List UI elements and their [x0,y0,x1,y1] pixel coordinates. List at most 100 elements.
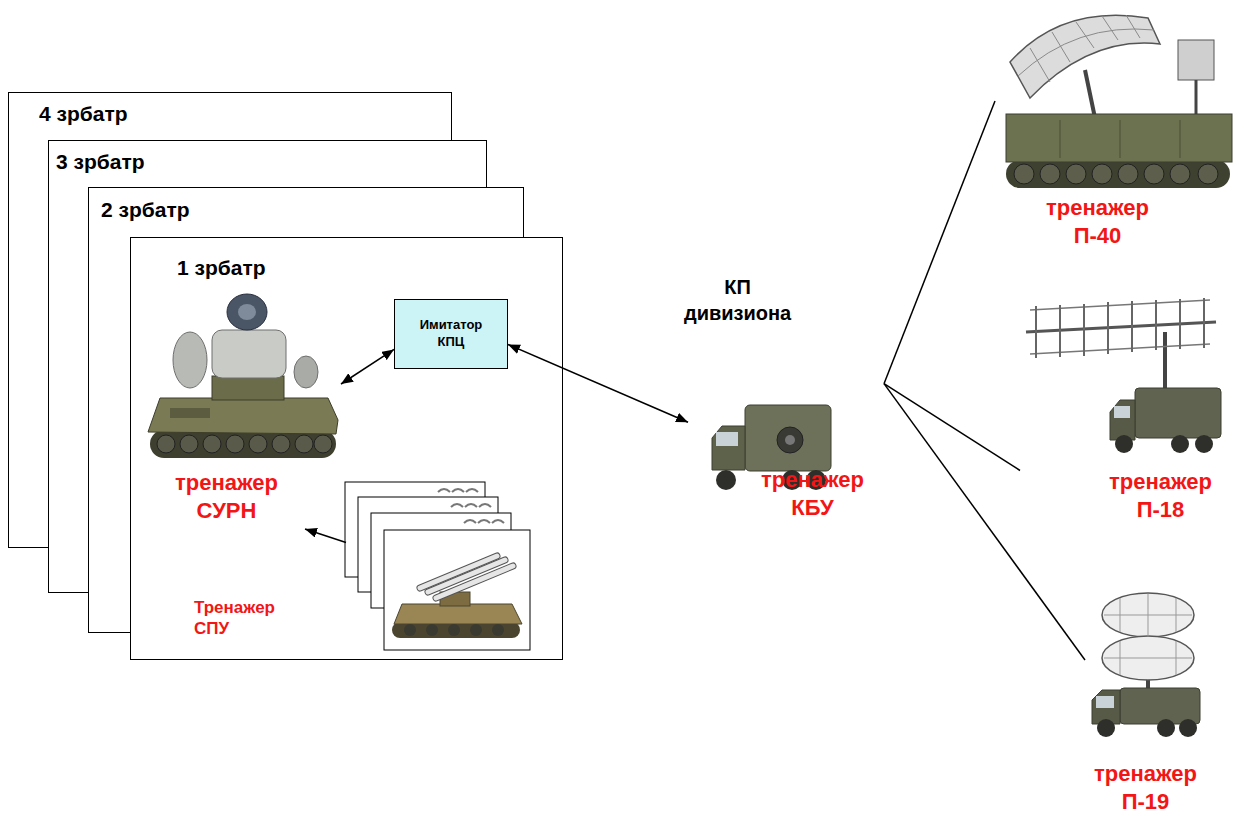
kbu-truck [716,470,736,490]
p19-radar [1157,719,1175,737]
surn-vehicle [295,435,313,453]
p40-radar [1076,22,1094,48]
kbu-truck [785,435,795,445]
p40-radar [1118,164,1138,184]
spu-launcher-stack [451,504,491,507]
p19-radar [1092,690,1120,724]
p19-radar [1179,719,1197,737]
surn-vehicle [157,435,175,453]
spu-launcher-stack [438,489,478,492]
p40-radar [1120,120,1121,158]
p18-radar [1110,400,1135,440]
p40-radar [1040,164,1060,184]
trainer-label-holder: тренажер СУРН [175,469,278,524]
surn-vehicle [148,294,338,458]
p18-radar [1115,435,1133,453]
p40-radar [1102,16,1118,40]
p19-radar [1104,615,1192,616]
p19-radar [1120,688,1200,724]
p19-radar [1102,593,1194,637]
trainer-label: Тренажер СПУ [194,597,275,640]
p18-radar [1171,435,1189,453]
surn-vehicle [238,304,256,320]
p40-radar [1066,164,1086,184]
surn-vehicle [227,294,267,330]
command-post: КП дивизионатренажер КБУ [688,268,884,525]
p40-radar [1180,120,1181,158]
battery-heading-holder: 2 зрбатр [101,198,190,222]
surn-vehicle [249,435,267,453]
spu-launcher-stack [384,530,530,650]
p19-radar [1102,636,1194,680]
trainer-label-holder: тренажер П-19 [1094,760,1197,815]
battery-heading-holder: 4 зрбатр [39,102,128,126]
trainer-label: тренажер П-18 [1109,468,1212,523]
p18-radar [1179,299,1181,349]
spu-launcher-stack [345,482,530,650]
battery-heading: 2 зрбатр [101,198,190,222]
spu-launcher-stack [470,624,482,636]
surn-vehicle [203,435,221,453]
arrow-connector [508,345,688,423]
p40-radar [1092,164,1112,184]
spu-launcher-stack [404,624,416,636]
spu-launcher-stack [436,566,513,598]
spu-launcher-stack [466,489,478,492]
trainer-label-holder: тренажер П-18 [1109,468,1212,523]
p40-radar [1006,160,1230,188]
p18-radar [1114,406,1130,418]
kbu-truck [782,470,802,490]
p40-radar [1195,80,1198,118]
spu-launcher-stack [420,556,497,588]
command-post-label: КП дивизиона [684,274,791,326]
trainer-label-holder: тренажер КБУ [761,466,864,521]
p40-radar [1085,70,1095,118]
spu-launcher-stack [465,504,477,507]
trainer-label-holder: тренажер П-40 [1046,194,1149,249]
p40-radar [1126,15,1140,38]
p40-radar [1018,29,1154,76]
spu-launcher-stack [492,520,504,523]
p18-radar [1135,388,1221,438]
p19-radar [1096,696,1114,708]
p19-radar [1104,658,1192,659]
p18-radar [1195,435,1213,453]
surn-vehicle [294,356,318,388]
trainer-label-holder: Тренажер СПУ [194,597,275,640]
surn-vehicle [272,435,290,453]
p18-radar [1083,304,1085,356]
battery-heading-holder: 3 зрбатр [56,150,145,174]
spu-launcher-stack [479,504,491,507]
battery-heading: 3 зрбатр [56,150,145,174]
arrow-connector [305,529,346,543]
p40-radar [1006,15,1232,188]
spu-launcher-stack [436,566,513,598]
p18-radar [1026,322,1216,332]
kbu-truck [716,432,738,446]
kbu-truck [777,427,803,453]
link-line [884,384,1020,471]
p40-radar [1178,40,1214,80]
p18-radar [1203,298,1205,348]
battery-heading: 1 зрбатр [177,256,266,280]
p40-radar [1006,114,1232,162]
kbu-truck [712,405,831,490]
kbu-truck [712,426,745,470]
spu-launcher-stack [394,604,522,624]
link-line [884,101,995,384]
p40-radar [1060,120,1180,158]
trainer-label: тренажер СУРН [175,469,278,524]
p18-radar [1155,300,1157,350]
arrow-connector [341,349,394,384]
p19-radar [1104,594,1192,675]
p40-radar [1052,32,1070,62]
battery-heading-holder: 1 зрбатр [177,256,266,280]
p18-radar [1163,332,1167,392]
spu-launcher-stack [420,556,497,588]
trainer-label: тренажер КБУ [761,466,864,521]
spu-launcher-stack [452,489,464,492]
spu-launcher-stack [448,624,460,636]
spu-launcher-stack [464,520,504,523]
